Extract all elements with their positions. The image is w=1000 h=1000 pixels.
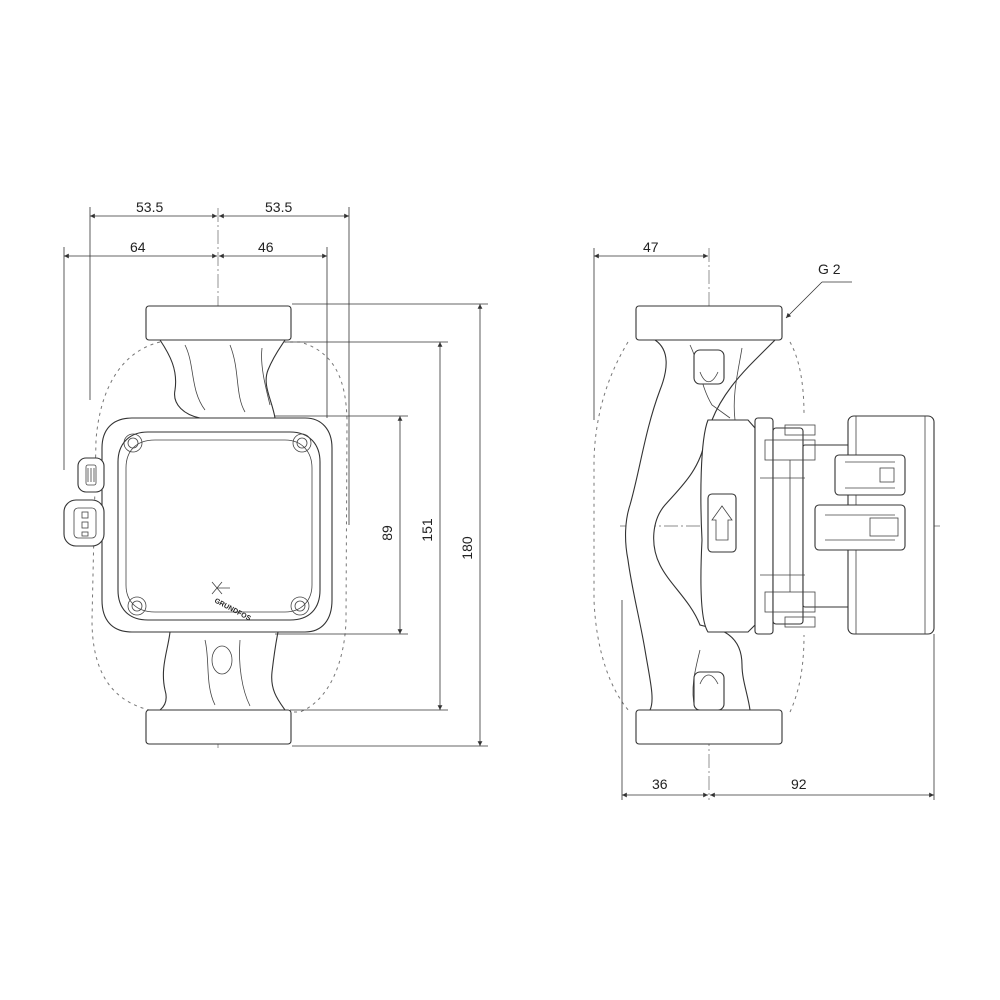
side-view: 47 G 2 36 92	[593, 239, 940, 800]
side-dim-bottom-left-label: 36	[652, 776, 668, 792]
side-flow-arrow-icon	[711, 505, 733, 541]
side-signal-connector	[834, 454, 906, 496]
front-dim-height-total-label: 180	[459, 536, 475, 560]
front-dim-top-left-label: 53.5	[136, 199, 163, 215]
front-dim-row-mid: 64 46	[63, 239, 328, 470]
front-dim-height-89: 89	[275, 415, 408, 635]
front-envelope-outline	[91, 341, 348, 713]
side-bottom-boss	[693, 671, 725, 711]
front-bolt-bottom-right	[290, 596, 310, 616]
front-lower-neck	[158, 631, 287, 711]
front-bolt-top-left	[123, 433, 143, 453]
front-power-connector	[63, 499, 105, 547]
side-bottom-flange	[635, 709, 783, 745]
side-power-connector	[814, 504, 906, 551]
side-motor-ring-1	[754, 417, 774, 635]
front-dim-row-top: 53.5 53.5	[89, 199, 350, 525]
side-dim-bottom: 36 92	[621, 600, 935, 800]
front-dim-mid-right-label: 46	[258, 239, 274, 255]
front-dim-height-180: 180	[292, 303, 488, 747]
side-motor-ring-2	[772, 427, 804, 625]
side-dim-top-label: 47	[643, 239, 659, 255]
front-dim-height-mid-label: 151	[419, 518, 435, 542]
side-thread-callout: G 2	[785, 261, 852, 319]
side-dim-bottom-right-label: 92	[791, 776, 807, 792]
side-thread-label: G 2	[818, 261, 841, 277]
front-top-flange	[145, 305, 292, 341]
front-bolt-bottom-left	[127, 596, 147, 616]
front-upper-neck	[158, 339, 286, 419]
front-dim-height-151: 151	[285, 341, 448, 711]
front-view: GRUNDFOS 53.5 53.5 64 46 89	[63, 199, 488, 748]
side-top-flange	[635, 305, 783, 341]
front-dim-mid-left-label: 64	[130, 239, 146, 255]
front-control-face	[117, 431, 321, 621]
side-dim-top: 47	[593, 239, 708, 420]
side-envelope-outline	[593, 341, 631, 713]
front-dim-top-right-label: 53.5	[265, 199, 292, 215]
side-top-boss	[693, 349, 725, 385]
front-signal-connector	[77, 457, 105, 493]
front-dim-height-inner-label: 89	[379, 525, 395, 541]
front-bolt-top-right	[292, 433, 312, 453]
front-bottom-flange	[145, 709, 292, 745]
side-direction-arrow-box	[707, 493, 737, 553]
